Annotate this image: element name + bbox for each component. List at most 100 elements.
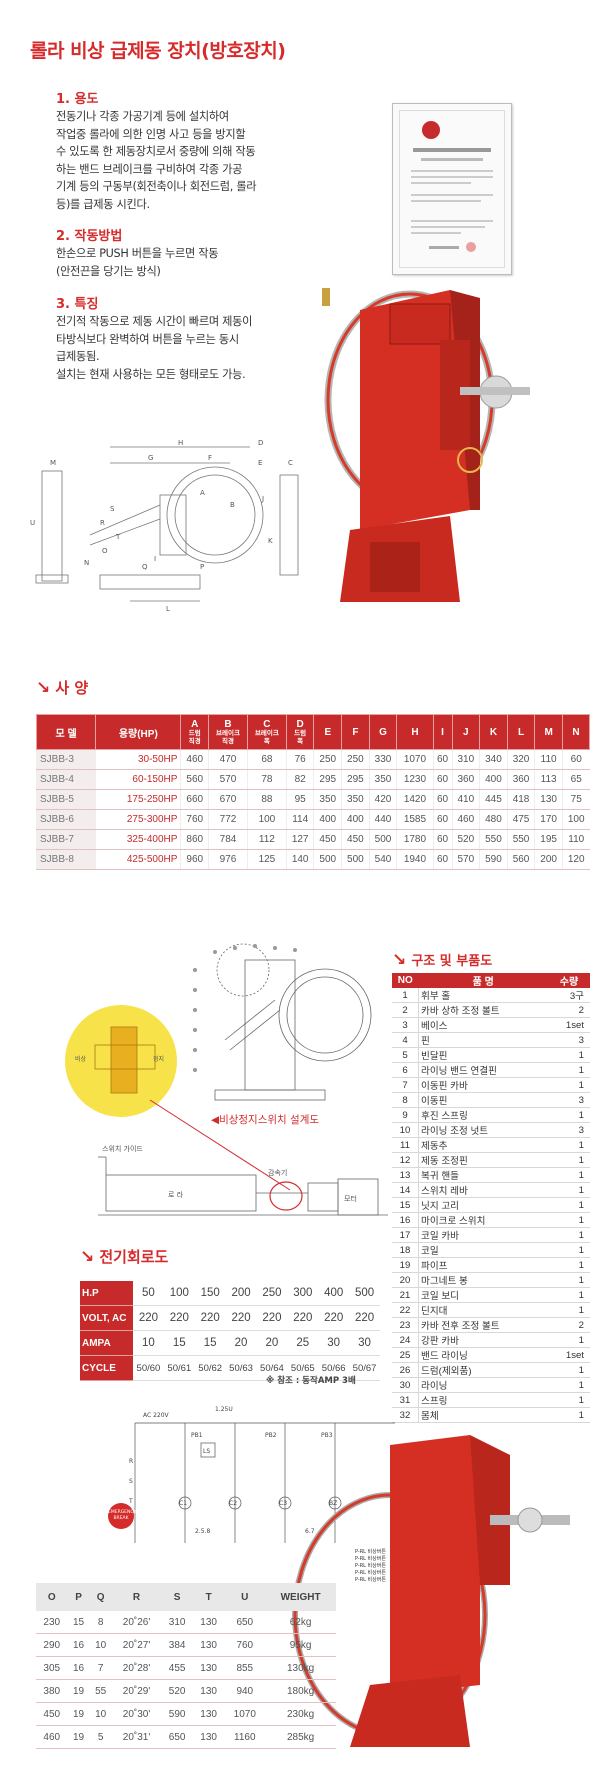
svg-text:AC 220V: AC 220V (143, 1412, 170, 1419)
section-operation-text: 한손으로 PUSH 버튼을 누르면 작동 (안전끈을 당기는 방식) (56, 247, 219, 278)
dims-column-header: U (224, 1583, 266, 1611)
dims-column-header: O (36, 1583, 68, 1611)
spec-column-sub: 드럼 직경 (188, 729, 201, 745)
parts-no: 22 (392, 1302, 419, 1318)
spec-column-main: J (463, 726, 469, 738)
table-cell: SJBB-3 (35, 749, 96, 770)
parts-name: 마그네트 봉 (418, 1272, 548, 1288)
parts-column-header: 품 명 (418, 973, 548, 988)
parts-name: 베이스 (418, 1017, 548, 1033)
parts-qty: 1 (548, 1407, 590, 1423)
parts-qty: 1 (548, 1227, 590, 1243)
table-cell: 350 (368, 769, 397, 790)
table-cell: 130kg (265, 1656, 336, 1680)
spec-column-header: 모 델 (35, 714, 97, 750)
table-cell: 130 (192, 1656, 225, 1680)
table-cell: 20˚26' (111, 1611, 162, 1634)
table-cell: 20˚30' (111, 1702, 162, 1726)
parts-no: 1 (392, 988, 419, 1003)
table-cell: 95kg (265, 1633, 336, 1657)
svg-text:6.7: 6.7 (305, 1528, 315, 1535)
svg-text:정지: 정지 (153, 1055, 164, 1063)
table-cell: 60 (561, 749, 590, 770)
table-cell: 960 (180, 849, 209, 870)
svg-text:C2: C2 (229, 1500, 237, 1507)
table-cell: 50/60 (133, 1355, 164, 1381)
parts-name: 라이닝 (418, 1377, 548, 1393)
section-purpose-text: 전동기나 각종 가공기계 등에 설치하여 작업중 롤라에 의한 인명 사고 등을… (56, 110, 257, 211)
table-cell: 350 (313, 789, 342, 810)
table-cell: 88 (246, 789, 287, 810)
table-cell: 470 (208, 749, 248, 770)
spec-column-main: G (379, 726, 387, 738)
svg-text:L: L (166, 605, 170, 613)
table-cell: 540 (368, 849, 397, 870)
table-cell: 1940 (396, 849, 434, 870)
table-cell: 520 (161, 1679, 193, 1703)
electric-row-label: CYCLE (80, 1355, 133, 1381)
table-cell: 220 (133, 1305, 164, 1331)
table-cell: 480 (479, 809, 508, 830)
table-cell: 20˚28' (111, 1656, 162, 1680)
table-cell: 50/67 (349, 1355, 380, 1381)
table-cell: 410 (451, 789, 480, 810)
spec-column-sub: 브레이크 직경 (216, 729, 240, 745)
table-cell: 460 (180, 749, 209, 770)
table-cell: 660 (180, 789, 209, 810)
table-cell: 110 (534, 749, 563, 770)
spec-column-header: G (368, 714, 398, 750)
table-cell: 200 (534, 849, 563, 870)
table-cell: 60-150HP (95, 769, 181, 790)
emergency-button: EMERGENCY BREAK (108, 1503, 136, 1529)
spec-column-main: E (324, 726, 332, 738)
parts-name: 몸체 (418, 1407, 548, 1423)
table-cell: 65 (561, 769, 590, 790)
table-cell: 772 (208, 809, 248, 830)
table-cell: 420 (368, 789, 397, 810)
table-cell: 520 (451, 829, 480, 850)
svg-text:M: M (50, 459, 56, 467)
table-cell: 220 (318, 1305, 350, 1331)
svg-text:S: S (110, 505, 115, 513)
electric-row-label: AMPA (80, 1330, 133, 1356)
table-cell: 220 (163, 1305, 195, 1331)
parts-heading: ↘ 구조 및 부품도 (392, 950, 493, 970)
svg-text:R: R (129, 1458, 133, 1465)
parts-no: 9 (392, 1107, 419, 1123)
parts-name: 이동핀 (418, 1092, 548, 1108)
table-cell: 112 (246, 829, 287, 850)
spec-column-main: C (263, 718, 271, 730)
table-cell: 50/64 (256, 1355, 288, 1381)
spec-column-header: K (479, 714, 508, 750)
parts-qty: 1 (548, 1062, 590, 1078)
svg-text:2.5.8: 2.5.8 (195, 1528, 210, 1535)
spec-column-header: E (313, 714, 343, 750)
svg-text:N: N (84, 559, 89, 567)
table-cell: 78 (246, 769, 287, 790)
parts-qty: 1 (548, 1197, 590, 1213)
section-features-text: 전기적 작동으로 제동 시간이 빠르며 제동이 타방식보다 완벽하여 버튼을 누… (56, 315, 253, 381)
table-cell: 130 (534, 789, 563, 810)
table-cell: 450 (313, 829, 342, 850)
table-cell: 400 (341, 809, 370, 830)
table-cell: 300 (287, 1281, 319, 1306)
table-cell: SJBB-7 (35, 829, 96, 850)
table-cell: 310 (161, 1611, 193, 1634)
arrow-icon: ↘ (392, 950, 407, 970)
table-cell: 140 (285, 849, 314, 870)
parts-qty: 1 (548, 1377, 590, 1393)
spec-heading: ↘ 사 양 (36, 678, 89, 698)
table-cell: 7 (89, 1656, 112, 1680)
